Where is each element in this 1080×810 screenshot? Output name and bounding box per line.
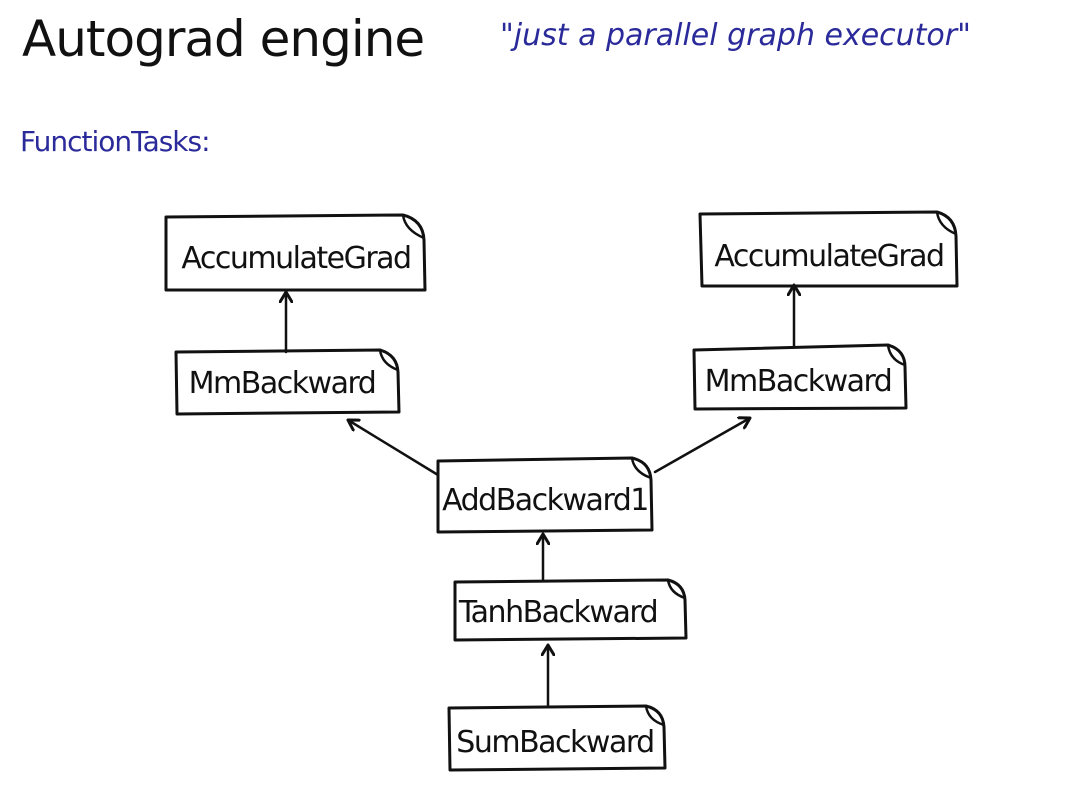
- tagline-quote: "just a parallel graph executor": [500, 18, 971, 53]
- node-tanh-backward: TanhBackward: [453, 578, 688, 642]
- node-label: AccumulateGrad: [181, 241, 410, 276]
- node-label: AddBackward1: [442, 483, 648, 518]
- node-label: AccumulateGrad: [714, 239, 943, 274]
- node-accumulate-grad-left: AccumulateGrad: [164, 213, 427, 292]
- node-label: MmBackward: [189, 366, 376, 401]
- node-mm-backward-right: MmBackward: [692, 343, 908, 411]
- node-sum-backward: SumBackward: [447, 704, 667, 772]
- node-mm-backward-left: MmBackward: [174, 348, 401, 416]
- node-add-backward: AddBackward1: [436, 456, 654, 534]
- edge-add-to-mm-left: [348, 420, 440, 477]
- graph-edges: [286, 285, 794, 708]
- node-label: TanhBackward: [458, 595, 657, 630]
- edge-add-to-mm-right: [653, 418, 750, 474]
- node-label: MmBackward: [705, 364, 892, 399]
- node-label: SumBackward: [456, 725, 653, 760]
- node-accumulate-grad-right: AccumulateGrad: [698, 210, 959, 288]
- page-title: Autograd engine: [22, 10, 425, 68]
- section-subtitle: FunctionTasks:: [20, 125, 211, 158]
